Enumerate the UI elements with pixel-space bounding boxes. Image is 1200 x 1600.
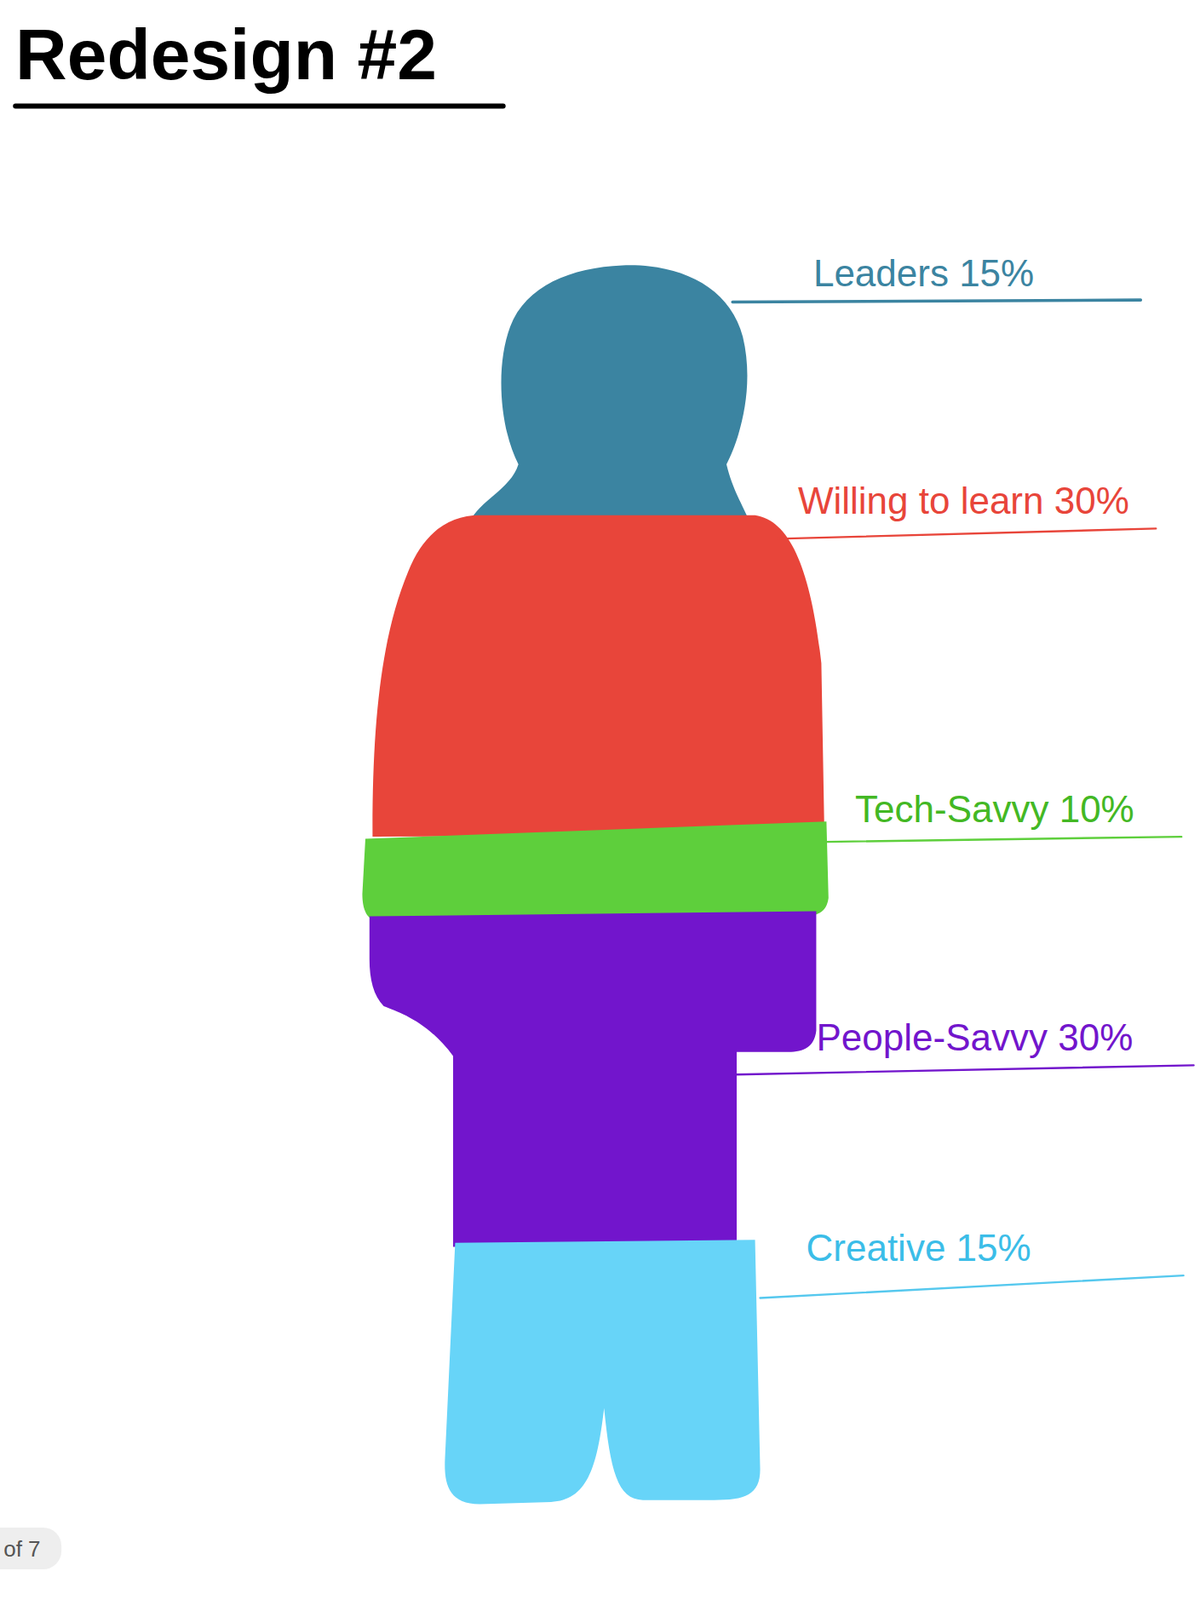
category-label: Willing to learn 30% [798, 479, 1130, 523]
title-underline [15, 103, 504, 110]
leader-line [826, 836, 1182, 842]
leader-line [732, 299, 1141, 302]
leader-line [736, 1064, 1195, 1074]
arms-band [369, 911, 817, 1247]
category-label: People-Savvy 30% [816, 1016, 1134, 1060]
legs-band [444, 1239, 760, 1504]
page-counter-pill [0, 1527, 62, 1569]
page-title: Redesign #2 [15, 18, 437, 91]
page-counter: of 7 [3, 1536, 41, 1562]
category-label: Leaders 15% [813, 252, 1034, 296]
leader-line [760, 1274, 1184, 1298]
category-label: Tech-Savvy 10% [855, 787, 1135, 832]
head-band [469, 264, 750, 523]
leader-line [778, 528, 1156, 539]
belt-band [361, 821, 828, 920]
category-label: Creative 15% [806, 1226, 1032, 1270]
torso-band [372, 515, 825, 837]
